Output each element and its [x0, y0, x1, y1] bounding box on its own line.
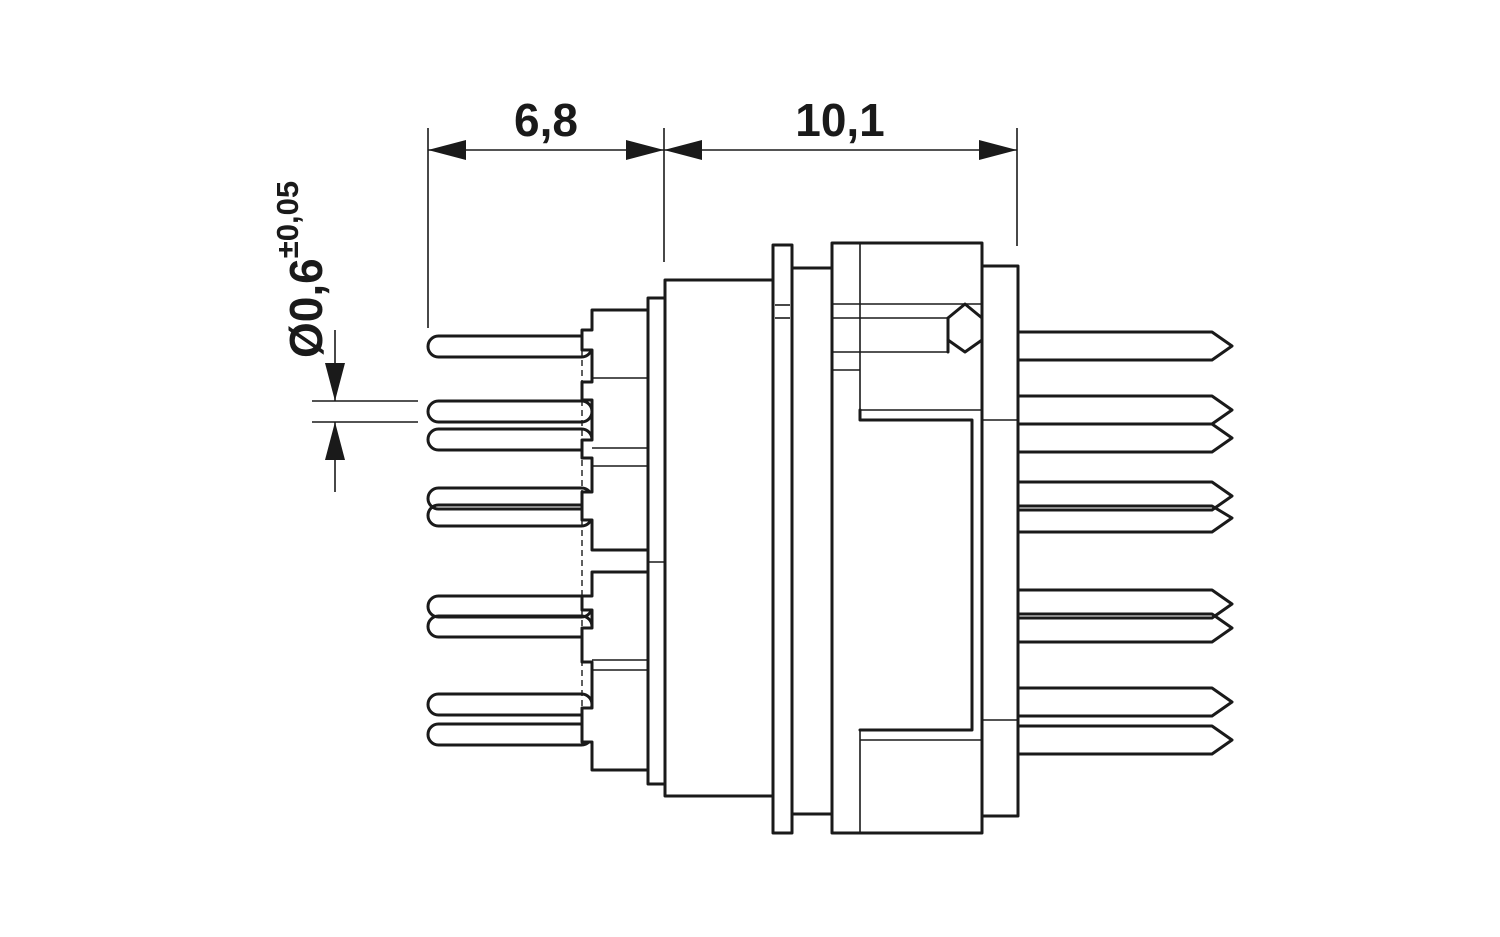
pin: [426, 614, 594, 639]
arrowhead-down: [325, 363, 345, 401]
insulator-step: [646, 296, 667, 786]
arrowhead-right: [979, 140, 1017, 160]
contact-pin: [1016, 330, 1234, 362]
contact-pin: [1016, 422, 1234, 454]
pin: [426, 692, 594, 717]
left-pins: [426, 330, 594, 750]
contact-pin: [1016, 588, 1234, 620]
pin: [426, 334, 594, 359]
housing-body: [663, 278, 777, 798]
coupling-nut: [830, 241, 984, 835]
contact-pin: [1016, 504, 1234, 534]
nut-inner-cut: [858, 408, 974, 732]
pin-collar-upper: [580, 308, 650, 552]
arrowhead-left: [428, 140, 466, 160]
arrowhead-up: [325, 422, 345, 460]
dimension-label-left: 6,8: [514, 94, 578, 146]
contact-pin: [1016, 724, 1234, 756]
pin: [426, 399, 594, 424]
flange: [771, 243, 794, 835]
diameter-value: Ø0,6: [280, 258, 332, 358]
diameter-label: Ø0,6±0,05: [270, 181, 332, 358]
dimension-label-right: 10,1: [795, 94, 885, 146]
pin-collars: [580, 308, 650, 772]
front-shell: [980, 264, 1020, 818]
pin: [426, 427, 594, 452]
flange-neck: [790, 266, 834, 816]
diameter-tolerance: ±0,05: [270, 181, 305, 258]
right-pins: [1016, 330, 1234, 756]
pin-collar-lower: [580, 570, 650, 772]
pin: [426, 594, 594, 619]
coupling-nut-outline: [830, 241, 984, 835]
contact-pin: [1016, 612, 1234, 644]
contact-pin: [1016, 480, 1234, 512]
dimension-left-length: 6,8: [427, 94, 665, 328]
arrowhead-left: [664, 140, 702, 160]
dimension-right-length: 10,1: [664, 94, 1018, 246]
contact-pin: [1016, 686, 1234, 718]
dimension-pin-diameter: Ø0,6±0,05: [270, 181, 418, 492]
contact-pin: [1016, 394, 1234, 426]
pin: [426, 722, 594, 747]
arrowhead-right: [626, 140, 664, 160]
